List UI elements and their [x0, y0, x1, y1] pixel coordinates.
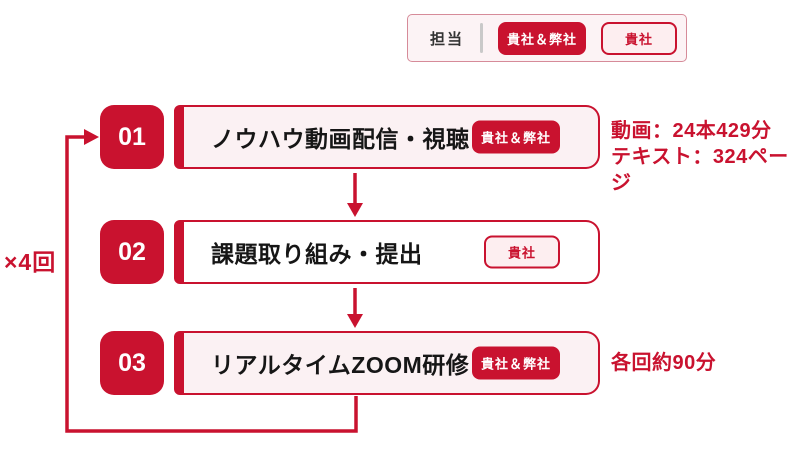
step-1-note-line1: 動画：24本429分 — [611, 120, 772, 142]
step-1-title: ノウハウ動画配信・視聴 — [211, 126, 470, 152]
legend-divider — [480, 23, 484, 53]
legend-box: 担当 貴社＆弊社 貴社 — [407, 14, 687, 62]
step-1-note: 動画：24本429分 テキスト：324ページ — [611, 118, 800, 196]
step-1-bar: ノウハウ動画配信・視聴 貴社＆弊社 — [174, 105, 600, 169]
legend-badge-both-companies: 貴社＆弊社 — [498, 21, 587, 55]
step-3-bar: リアルタイムZOOM研修 貴社＆弊社 — [174, 331, 600, 395]
step-row-2: 02 課題取り組み・提出 貴社 — [100, 220, 600, 284]
step-2-bar: 課題取り組み・提出 貴社 — [174, 220, 600, 284]
loop-count-label: ×4回 — [4, 249, 57, 275]
arrow-step1-to-step2-icon — [347, 173, 363, 217]
step-3-number: 03 — [100, 331, 164, 395]
step-2-number: 02 — [100, 220, 164, 284]
step-1-owner-badge: 貴社＆弊社 — [472, 120, 560, 154]
step-row-3: 03 リアルタイムZOOM研修 貴社＆弊社 — [100, 331, 600, 395]
step-1-number: 01 — [100, 105, 164, 169]
step-row-1: 01 ノウハウ動画配信・視聴 貴社＆弊社 — [100, 105, 600, 169]
step-2-title: 課題取り組み・提出 — [211, 241, 423, 267]
arrow-step2-to-step3-icon — [347, 288, 363, 328]
legend-badge-your-company: 貴社 — [601, 21, 678, 55]
step-3-title: リアルタイムZOOM研修 — [211, 352, 470, 378]
legend-label: 担当 — [430, 30, 465, 48]
step-3-note: 各回約90分 — [611, 352, 717, 374]
step-2-owner-badge: 貴社 — [484, 235, 560, 269]
step-3-owner-badge: 貴社＆弊社 — [472, 346, 560, 380]
step-1-note-line2: テキスト：324ページ — [611, 146, 789, 194]
